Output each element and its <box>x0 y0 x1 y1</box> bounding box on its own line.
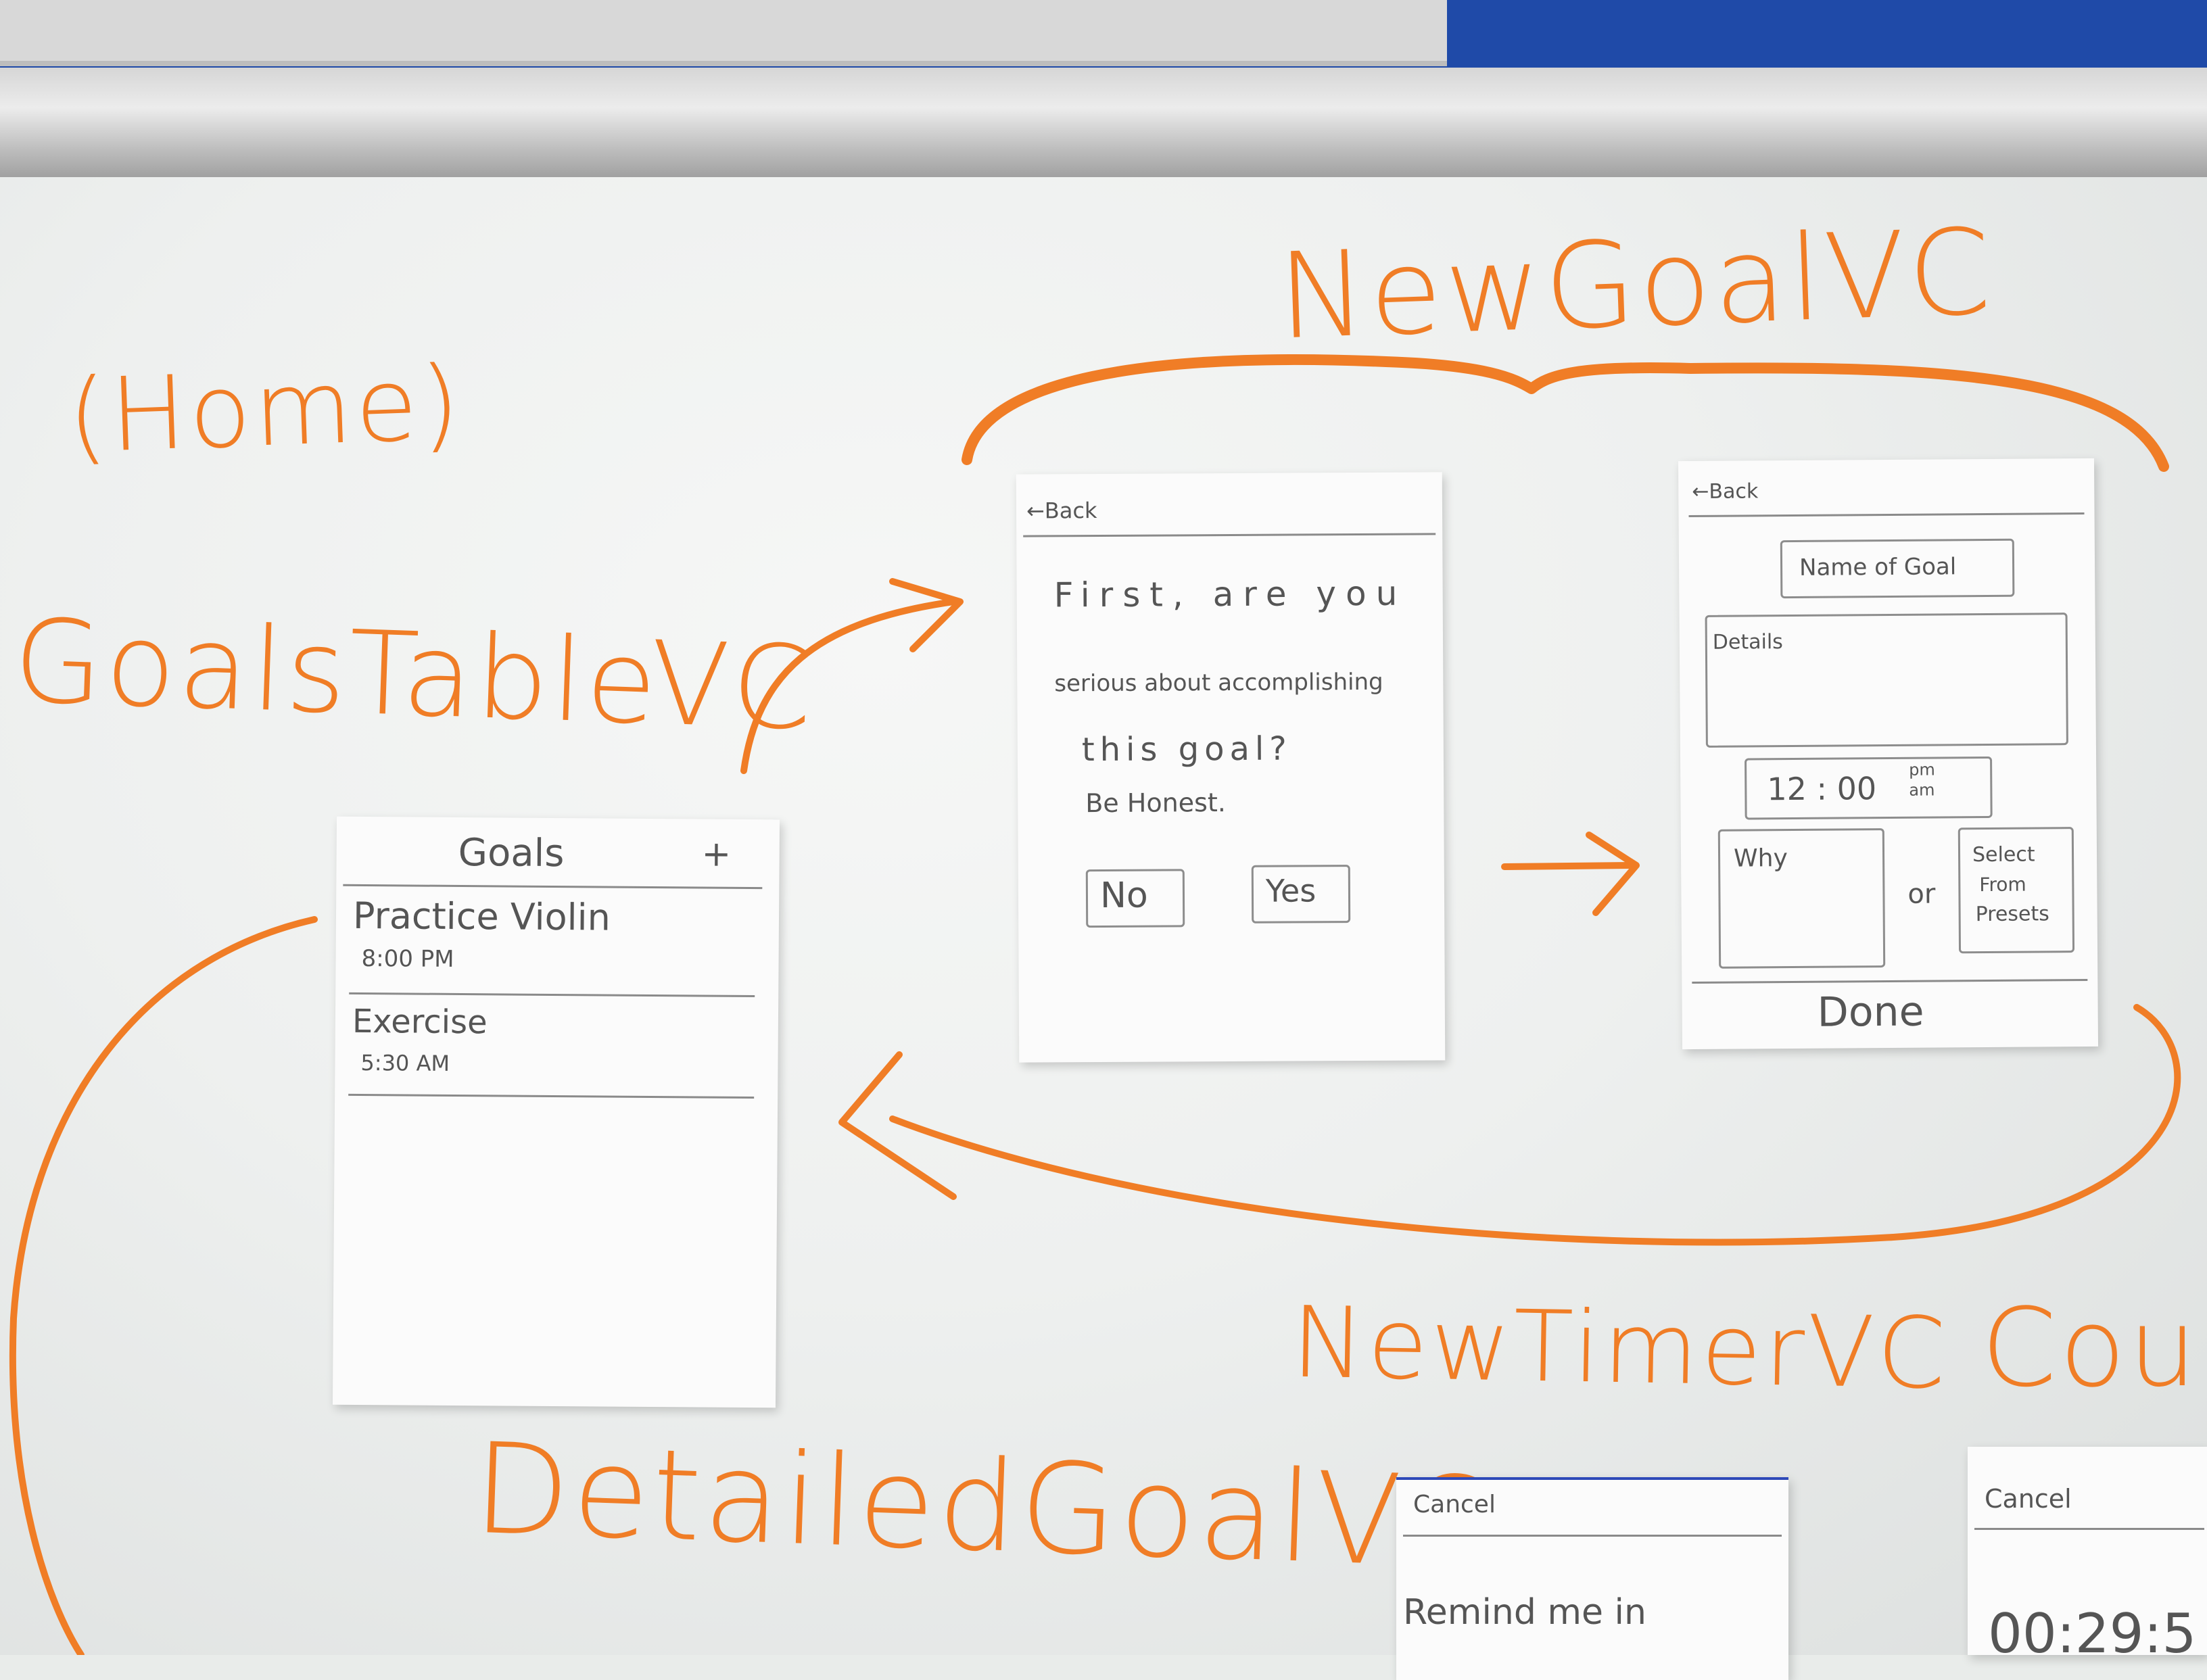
back-link: ←Back <box>1026 498 1097 524</box>
question-line-3: this goal? <box>1081 729 1292 769</box>
row-divider <box>349 992 755 998</box>
door-frame <box>0 0 1447 66</box>
new-timer-vc-label: NewTimerVC <box>1290 1285 1949 1412</box>
yes-label: Yes <box>1265 872 1316 909</box>
goal-name-placeholder: Name of Goal <box>1799 553 1957 581</box>
nav-divider <box>1974 1528 2204 1530</box>
goal-row-1-name: Practice Violin <box>352 894 611 939</box>
goals-table-sketch: Goals + Practice Violin 8:00 PM Exercise… <box>332 816 780 1408</box>
pm-option: pm <box>1909 760 1935 779</box>
question-line-2: serious about accomplishing <box>1054 668 1383 698</box>
details-field[interactable]: Details <box>1705 613 2068 748</box>
question-line-4: Be Honest. <box>1085 788 1226 819</box>
cancel-button[interactable]: Cancel <box>1985 1484 2072 1514</box>
goals-title: Goals <box>458 830 565 876</box>
serious-question-sketch: ←Back First, are you serious about accom… <box>1016 472 1446 1063</box>
add-icon: + <box>701 834 732 875</box>
footer-divider <box>1692 978 2088 984</box>
new-goal-brace <box>962 354 2169 472</box>
no-label: No <box>1099 875 1148 917</box>
return-arrow <box>889 1004 2181 1246</box>
or-text: or <box>1907 878 1936 910</box>
presets-button[interactable]: Select From Presets <box>1957 827 2075 954</box>
goal-row-2-name: Exercise <box>352 1002 488 1042</box>
paper-edge <box>1396 1477 1788 1480</box>
goal-name-field[interactable]: Name of Goal <box>1780 538 2015 599</box>
goals-table-vc-label: GoalsTableVC <box>11 594 817 757</box>
question-line-1: First, are you <box>1053 573 1407 615</box>
home-label: (Home) <box>66 344 465 477</box>
why-field[interactable]: Why <box>1717 828 1886 969</box>
goal-row-1-time: 8:00 PM <box>361 944 454 973</box>
why-placeholder: Why <box>1733 844 1788 873</box>
goal-row-2-time: 5:30 AM <box>360 1049 450 1076</box>
whiteboard-rail <box>0 68 2207 183</box>
new-goal-vc-label: NewGoalVC <box>1275 203 1996 366</box>
time-picker[interactable]: 12 : 00 pm am <box>1745 756 1993 820</box>
goals-to-serious-arrow <box>740 598 957 774</box>
countdown-sketch: Cancel 00:29:5 <box>1968 1447 2207 1655</box>
new-timer-sketch: Cancel Remind me in <box>1396 1477 1788 1680</box>
serious-to-details-arrow <box>1501 862 1633 870</box>
detail-curve <box>9 916 318 1655</box>
nav-divider <box>343 884 763 890</box>
nav-divider <box>1403 1535 1782 1537</box>
nav-divider <box>1688 512 2085 518</box>
row-divider <box>348 1093 755 1099</box>
countdown-time: 00:29:5 <box>1988 1602 2197 1655</box>
cancel-button[interactable]: Cancel <box>1413 1491 1496 1518</box>
details-placeholder: Details <box>1712 630 1783 654</box>
presets-line-1: Select <box>1972 842 2035 867</box>
am-option: am <box>1909 780 1935 800</box>
time-value: 12 : 00 <box>1767 770 1877 808</box>
remind-me-text: Remind me in <box>1403 1592 1646 1633</box>
done-button[interactable]: Done <box>1817 988 1924 1036</box>
yes-button[interactable]: Yes <box>1251 865 1351 923</box>
no-button[interactable]: No <box>1085 869 1185 928</box>
cou-label: Cou <box>1981 1285 2200 1411</box>
nav-divider <box>1023 533 1436 537</box>
back-link: ←Back <box>1692 479 1759 504</box>
goal-details-sketch: ←Back Name of Goal Details 12 : 00 pm am… <box>1678 458 2099 1050</box>
presets-line-3: Presets <box>1975 902 2049 927</box>
presets-line-2: From <box>1979 873 2026 896</box>
